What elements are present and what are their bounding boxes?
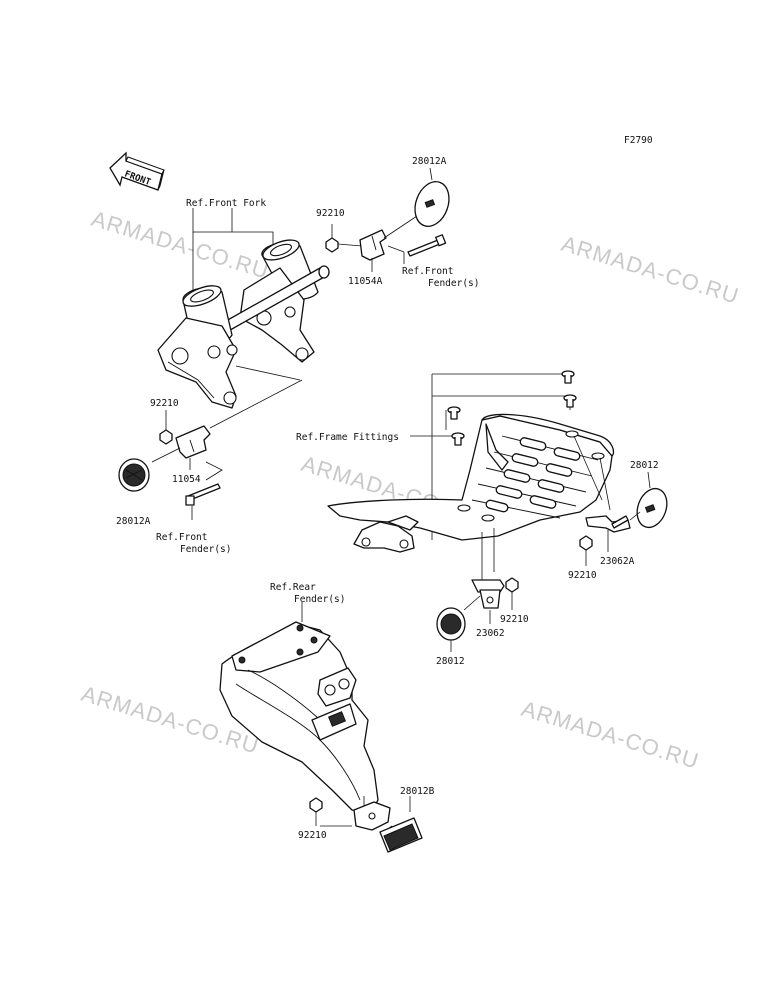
watermark: ARMADA-CO.RU [559, 231, 743, 309]
bracket-23062-icon [471, 579, 505, 593]
label-ref-rear-fender-2: Fender(s) [294, 594, 345, 605]
part-labels: 28012A Ref.Front Fork 92210 11054A Ref.F… [116, 156, 659, 841]
label-11054: 11054 [172, 474, 201, 485]
label-92210-mid: 92210 [500, 614, 529, 625]
bracket-11054a-icon [359, 229, 387, 261]
watermark: ARMADA-CO.RU [89, 206, 273, 284]
bracket-23062a-icon [585, 515, 631, 533]
front-fork-assembly [157, 208, 330, 429]
bracket-11054-icon [175, 425, 211, 459]
watermark: ARMADA-CO.RU [519, 696, 703, 774]
rear-fender-assembly [219, 602, 423, 853]
label-ref-frame-fittings: Ref.Frame Fittings [296, 432, 399, 443]
figure-code: F2790 [624, 135, 653, 146]
label-11054a: 11054A [348, 276, 383, 287]
label-23062a: 23062A [600, 556, 635, 567]
watermarks: ARMADA-CO.RU ARMADA-CO.RU ARMADA-CO.RU A… [79, 206, 743, 774]
label-ref-front-fender-left-2: Fender(s) [180, 544, 231, 555]
nut-icon [309, 797, 323, 813]
label-92210-right: 92210 [568, 570, 597, 581]
label-ref-rear-fender-1: Ref.Rear [270, 582, 316, 593]
label-28012a-top: 28012A [412, 156, 447, 167]
label-28012b: 28012B [400, 786, 435, 797]
nut-icon [325, 237, 339, 253]
right-reflector-group [579, 471, 668, 566]
label-28012-right: 28012 [630, 460, 659, 471]
label-92210-bottom: 92210 [298, 830, 327, 841]
label-28012-mid: 28012 [436, 656, 465, 667]
screw-icon [447, 406, 461, 420]
front-arrow-icon: FRONT [109, 151, 165, 191]
label-ref-front-fork: Ref.Front Fork [186, 198, 266, 209]
bolt-icon [407, 239, 441, 257]
nut-icon [505, 577, 519, 593]
label-ref-front-fender-left-1: Ref.Front [156, 532, 207, 543]
label-92210-top: 92210 [316, 208, 345, 219]
screw-icon [451, 432, 465, 446]
screw-icon [561, 370, 575, 384]
left-reflector-group [118, 410, 223, 520]
carrier-slots [485, 437, 581, 513]
top-reflector-group [325, 167, 450, 272]
mid-reflector-group [436, 577, 519, 652]
nut-icon [159, 429, 173, 445]
label-ref-front-fender-top-1: Ref.Front [402, 266, 453, 277]
screw-icon [563, 394, 577, 408]
nut-icon [579, 535, 593, 551]
label-23062: 23062 [476, 628, 505, 639]
label-ref-front-fender-top-2: Fender(s) [428, 278, 479, 289]
label-28012a-left: 28012A [116, 516, 151, 527]
rear-carrier-assembly [327, 370, 615, 580]
label-92210-left: 92210 [150, 398, 179, 409]
